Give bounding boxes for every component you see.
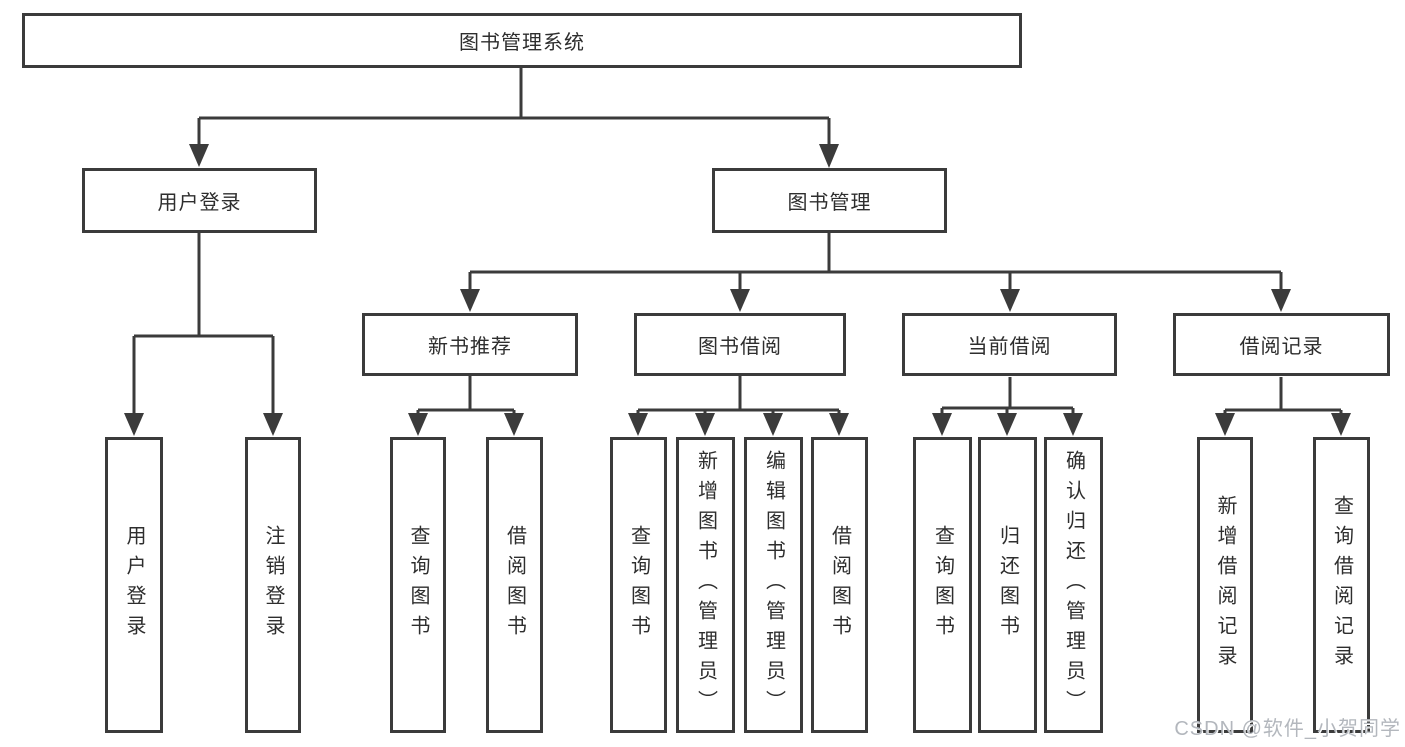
leaf-label: 新增图书（管理员） <box>694 450 717 720</box>
leaf-current-query: 查询图书 <box>913 437 972 733</box>
node-root: 图书管理系统 <box>22 13 1022 68</box>
leaf-records-query: 查询借阅记录 <box>1313 437 1370 733</box>
leaf-label: 新增借阅记录 <box>1214 495 1236 675</box>
node-book-management: 图书管理 <box>712 168 947 233</box>
leaf-label: 查询借阅记录 <box>1330 495 1353 675</box>
leaf-label: 编辑图书（管理员） <box>762 450 785 720</box>
leaf-borrow-edit-admin: 编辑图书（管理员） <box>744 437 803 733</box>
leaf-borrow-add-admin: 新增图书（管理员） <box>676 437 735 733</box>
leaf-borrow-query: 查询图书 <box>610 437 667 733</box>
leaf-borrow-borrow: 借阅图书 <box>811 437 868 733</box>
leaf-user-login: 用户登录 <box>105 437 163 733</box>
node-user-login: 用户登录 <box>82 168 317 233</box>
leaf-label: 查询图书 <box>627 525 650 645</box>
leaf-newbook-borrow: 借阅图书 <box>486 437 543 733</box>
leaf-label: 确认归还（管理员） <box>1062 450 1085 720</box>
leaf-label: 用户登录 <box>123 525 145 645</box>
leaf-label: 注销登录 <box>262 525 284 645</box>
leaf-label: 归还图书 <box>996 525 1019 645</box>
leaf-label: 借阅图书 <box>503 525 526 645</box>
node-current-borrow: 当前借阅 <box>902 313 1117 376</box>
node-book-borrow: 图书借阅 <box>634 313 846 376</box>
leaf-current-confirm-admin: 确认归还（管理员） <box>1044 437 1103 733</box>
leaf-newbook-query: 查询图书 <box>390 437 446 733</box>
leaf-label: 借阅图书 <box>828 525 851 645</box>
node-borrow-records: 借阅记录 <box>1173 313 1390 376</box>
leaf-records-add: 新增借阅记录 <box>1197 437 1253 733</box>
leaf-label: 查询图书 <box>931 525 954 645</box>
node-new-book-recommend: 新书推荐 <box>362 313 578 376</box>
leaf-label: 查询图书 <box>407 525 429 645</box>
watermark: CSDN @软件_小贺同学 <box>1174 718 1401 740</box>
leaf-current-return: 归还图书 <box>978 437 1037 733</box>
leaf-logout: 注销登录 <box>245 437 301 733</box>
